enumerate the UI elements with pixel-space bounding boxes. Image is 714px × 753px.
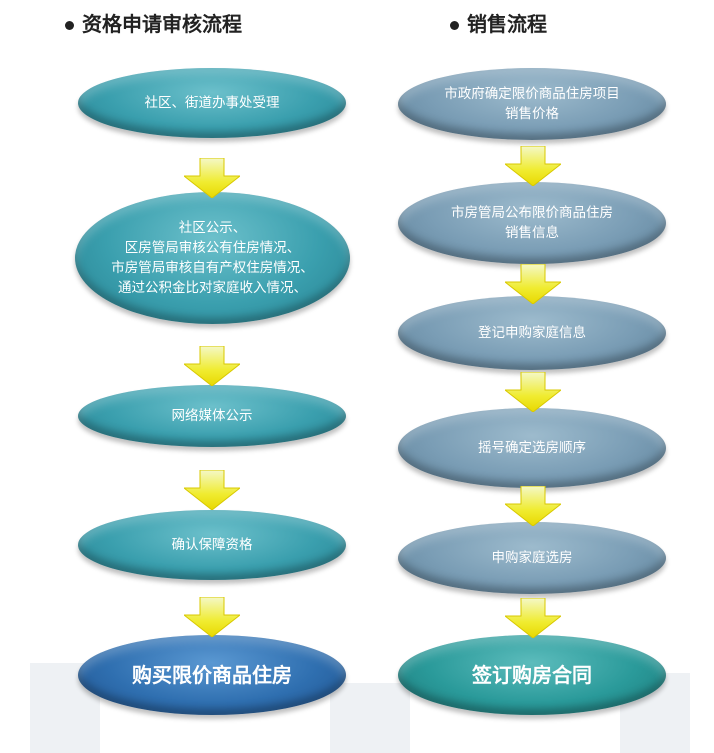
left-step-4: 确认保障资格 bbox=[78, 510, 346, 580]
left-step-5: 购买限价商品住房 bbox=[78, 635, 346, 715]
down-arrow-icon bbox=[503, 145, 563, 187]
bullet-icon bbox=[65, 21, 74, 30]
right-step-5: 申购家庭选房 bbox=[398, 522, 666, 594]
down-arrow-icon bbox=[182, 157, 242, 199]
background-building bbox=[330, 683, 410, 753]
down-arrow-icon bbox=[182, 345, 242, 387]
down-arrow-icon bbox=[503, 485, 563, 527]
right-step-4: 摇号确定选房顺序 bbox=[398, 408, 666, 488]
left-step-1: 社区、街道办事处受理 bbox=[78, 68, 346, 138]
right-step-6: 签订购房合同 bbox=[398, 635, 666, 715]
down-arrow-icon bbox=[182, 596, 242, 638]
down-arrow-icon bbox=[503, 263, 563, 305]
right-step-2: 市房管局公布限价商品住房 销售信息 bbox=[398, 182, 666, 264]
left-section-title: 资格申请审核流程 bbox=[65, 8, 242, 37]
right-step-1: 市政府确定限价商品住房项目 销售价格 bbox=[398, 68, 666, 140]
right-step-3: 登记申购家庭信息 bbox=[398, 296, 666, 370]
left-step-3: 网络媒体公示 bbox=[78, 385, 346, 447]
bullet-icon bbox=[450, 21, 459, 30]
down-arrow-icon bbox=[182, 469, 242, 511]
right-section-title: 销售流程 bbox=[450, 8, 547, 37]
down-arrow-icon bbox=[503, 371, 563, 413]
down-arrow-icon bbox=[503, 597, 563, 639]
left-step-2: 社区公示、 区房管局审核公有住房情况、 市房管局审核自有产权住房情况、 通过公积… bbox=[75, 192, 350, 324]
